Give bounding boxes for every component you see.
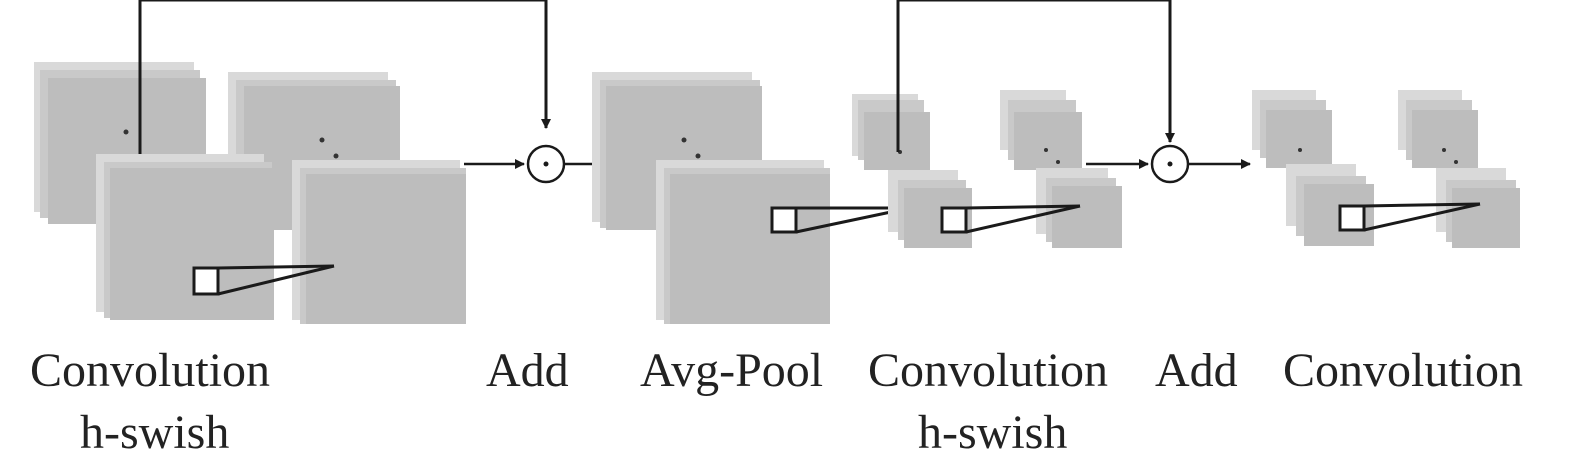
conv1-input-stack <box>34 62 206 224</box>
label-h-swish-1: h-swish <box>80 406 230 459</box>
conv1-kernel <box>192 264 335 296</box>
conv2-front-stack <box>1036 168 1122 248</box>
conv2-input-stack <box>852 94 930 170</box>
conv2-output-stack <box>1000 90 1082 170</box>
conv2-kernel <box>940 204 1081 234</box>
label-convolution-2: Convolution <box>868 344 1109 397</box>
label-h-swish-2: h-swish <box>918 406 1068 459</box>
conv3-front-stack <box>1436 168 1520 248</box>
label-add-2: Add <box>1155 344 1238 397</box>
skip-connection-2 <box>896 0 1175 152</box>
conv1-front-stack <box>292 160 466 324</box>
label-convolution-3: Convolution <box>1283 344 1524 397</box>
label-convolution-1: Convolution <box>30 344 271 397</box>
conv1-mid-stack <box>96 154 274 320</box>
avgpool-front-stack <box>656 160 830 324</box>
conv3-input-stack <box>1252 90 1332 168</box>
label-add-1: Add <box>486 344 569 397</box>
add1-node <box>526 144 566 184</box>
conv3-kernel <box>1338 202 1481 232</box>
skip-connection-1 <box>138 0 551 154</box>
conv2-mid-stack <box>888 170 972 248</box>
add2-node <box>1150 144 1190 184</box>
conv3-output-stack <box>1398 90 1478 168</box>
label-avg-pool: Avg-Pool <box>640 344 824 397</box>
